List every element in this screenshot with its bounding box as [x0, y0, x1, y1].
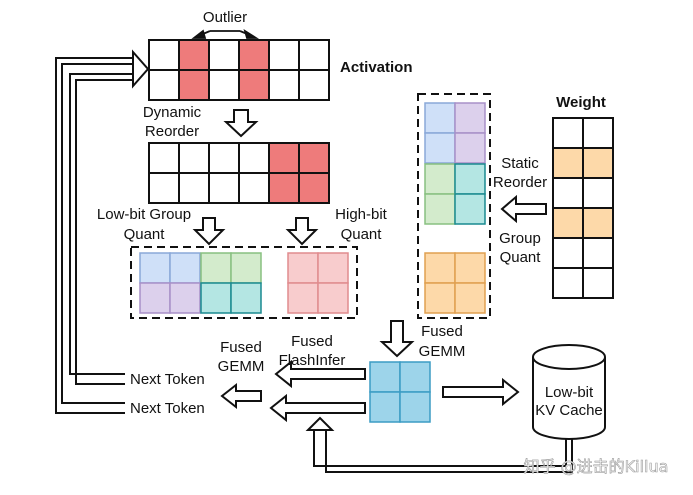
static-reorder-line1: Static	[501, 155, 539, 172]
dynamic-reorder-label-line2: Reorder	[145, 123, 199, 140]
weight-matrix	[552, 117, 614, 299]
fused-gemm-right-line2: GEMM	[419, 343, 466, 360]
next-token-label-1: Next Token	[130, 371, 205, 388]
reordered-activation-matrix	[148, 142, 330, 204]
activation-label: Activation	[340, 59, 413, 76]
next-token-arrow-1	[220, 382, 262, 410]
kv-cache-line2: KV Cache	[535, 402, 603, 419]
static-reorder-line2: Reorder	[493, 174, 547, 191]
watermark-text: 知乎 @进击的Killua	[524, 457, 669, 476]
kv-cache-cylinder	[532, 344, 606, 440]
activation-matrix	[148, 39, 330, 101]
kv-cache-feedback-loop	[305, 416, 573, 473]
kv-cache-line1: Low-bit	[545, 384, 594, 401]
fused-gemm-down-arrow	[379, 320, 415, 358]
static-reorder-arrow	[500, 194, 547, 224]
low-bit-group-quant-line2: Quant	[124, 226, 166, 243]
quantized-activation-box	[130, 246, 358, 319]
weight-high-bit-group	[424, 252, 486, 314]
dynamic-reorder-label-line1: Dynamic	[143, 104, 202, 121]
fused-flashinfer-arrow	[274, 359, 366, 389]
high-bit-quant-line2: Quant	[341, 226, 383, 243]
high-bit-quant-arrow	[285, 217, 319, 246]
low-bit-quant-arrow	[192, 217, 226, 246]
outlier-pointer-arrows	[191, 28, 260, 39]
low-bit-activation-groups	[139, 252, 262, 314]
weight-label: Weight	[556, 94, 606, 111]
outlier-cell	[268, 142, 300, 174]
fused-gemm-output-arrow	[269, 393, 366, 423]
fused-flashinfer-line1: Fused	[291, 333, 333, 350]
group-quant-line1: Group	[499, 230, 541, 247]
fused-flashinfer-line2: FlashInfer	[279, 352, 346, 369]
output-matrix	[369, 361, 431, 423]
fused-gemm-left-line2: GEMM	[218, 358, 265, 375]
outlier-label: Outlier	[203, 9, 247, 26]
outlier-cell	[238, 39, 270, 71]
quantized-weight-box	[417, 93, 491, 319]
next-token-label-2: Next Token	[130, 400, 205, 417]
outlier-cell	[298, 172, 330, 204]
outlier-cell	[238, 69, 270, 101]
low-bit-group-quant-line1: Low-bit Group	[97, 206, 191, 223]
fused-gemm-right-line1: Fused	[421, 323, 463, 340]
high-bit-quant-line1: High-bit	[335, 206, 388, 223]
fused-gemm-left-line1: Fused	[220, 339, 262, 356]
outlier-cell	[178, 39, 210, 71]
to-kv-cache-arrow	[442, 377, 520, 407]
outlier-cell	[268, 172, 300, 204]
weight-low-bit-groups	[424, 102, 486, 225]
high-bit-activation-group	[287, 252, 349, 314]
next-token-feedback-loop	[55, 49, 150, 414]
outlier-cell	[178, 69, 210, 101]
dynamic-reorder-arrow	[223, 109, 259, 138]
group-quant-line2: Quant	[500, 249, 542, 266]
outlier-cell	[298, 142, 330, 174]
